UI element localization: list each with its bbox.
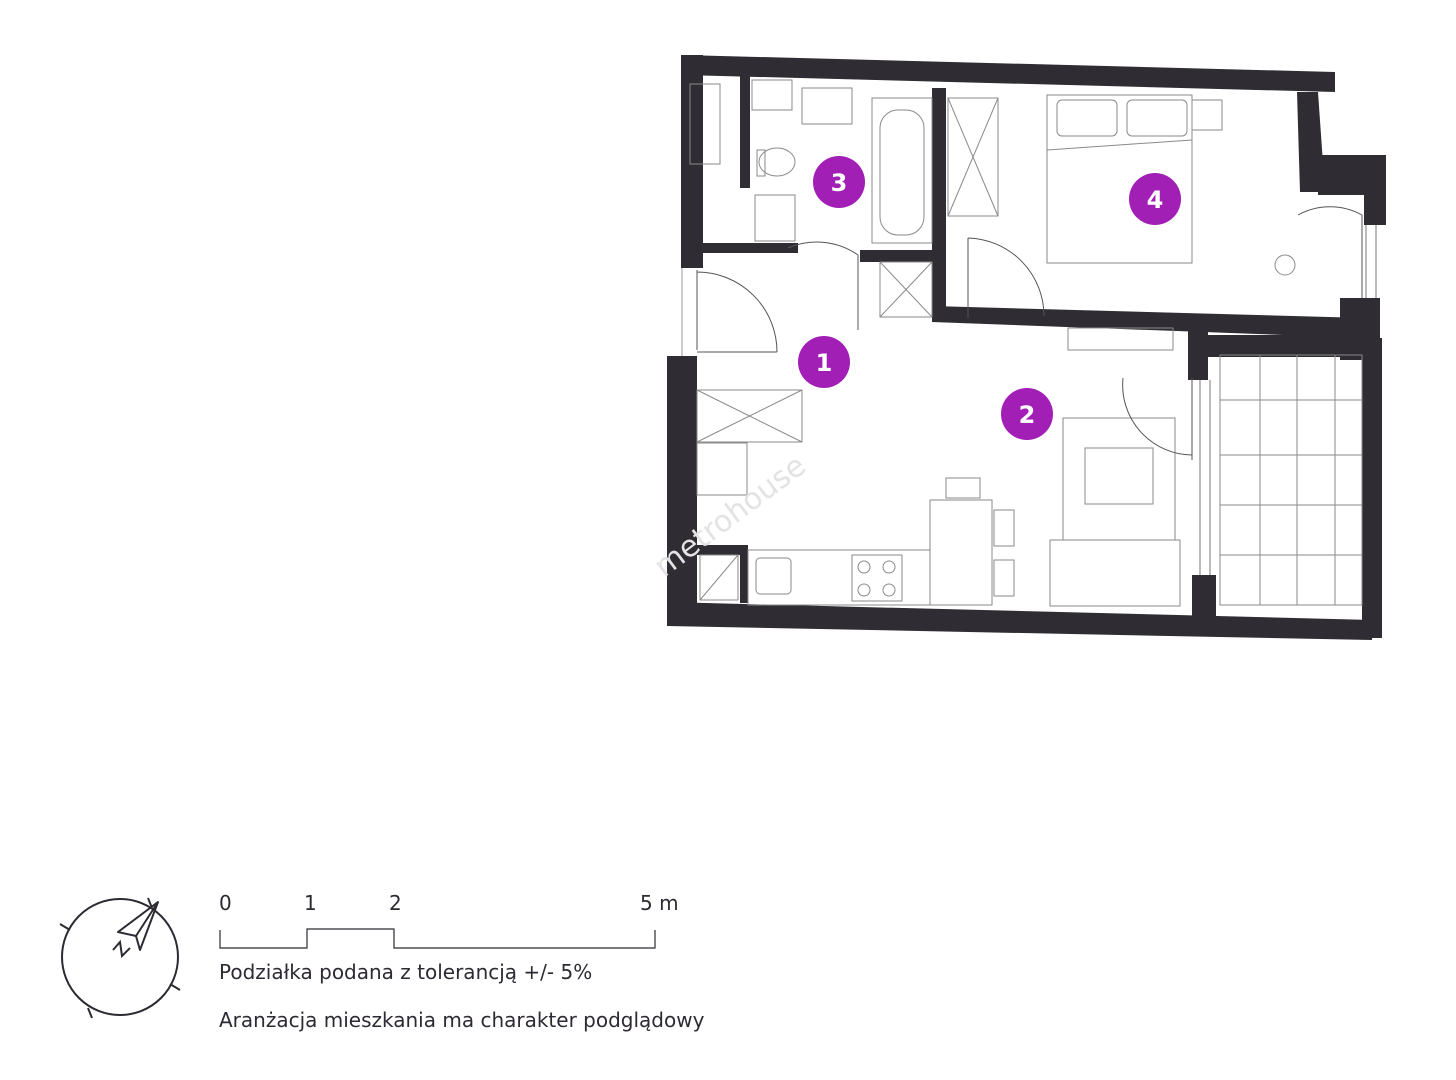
furniture bbox=[689, 79, 1363, 607]
scale-tick-1: 1 bbox=[304, 891, 317, 915]
room-badge-label: 4 bbox=[1147, 186, 1164, 214]
scale-bar: 0 1 2 5 m bbox=[219, 891, 679, 949]
chair-top bbox=[945, 477, 981, 499]
scale-tick-2: 2 bbox=[389, 891, 402, 915]
nightstand bbox=[1191, 99, 1223, 131]
tv-console bbox=[1067, 327, 1174, 351]
chair-right-2 bbox=[993, 559, 1015, 597]
round-table bbox=[1274, 254, 1296, 276]
window-door bbox=[1297, 206, 1363, 298]
room-badge-circle bbox=[798, 336, 850, 388]
balcony-door bbox=[1122, 377, 1193, 460]
cooktop bbox=[851, 554, 903, 602]
sink bbox=[801, 87, 853, 125]
preview-note: Aranżacja mieszkania ma charakter podglą… bbox=[219, 1008, 705, 1032]
bathtub bbox=[871, 97, 933, 244]
bed bbox=[1046, 94, 1193, 264]
fridge bbox=[696, 442, 748, 496]
north-letter bbox=[112, 939, 131, 959]
bathroom-door bbox=[787, 241, 859, 330]
entrance-door bbox=[696, 270, 778, 353]
shelf bbox=[751, 79, 793, 111]
kitchen-sink bbox=[755, 557, 792, 595]
bedroom-door bbox=[967, 237, 1045, 318]
chair-right-1 bbox=[993, 509, 1015, 547]
wardrobe-room4 bbox=[947, 97, 999, 217]
toilet-tank bbox=[756, 149, 766, 177]
hall-wardrobe bbox=[696, 389, 803, 443]
room-badges: 1 2 3 4 bbox=[798, 156, 1181, 440]
room-badge-1[interactable]: 1 bbox=[798, 336, 850, 388]
room-badge-label: 3 bbox=[831, 169, 848, 197]
pillow-right bbox=[1126, 99, 1188, 137]
room-badge-circle bbox=[1129, 173, 1181, 225]
coffee-table bbox=[1084, 447, 1154, 505]
walls bbox=[667, 55, 1386, 640]
doors bbox=[681, 206, 1377, 575]
room-badge-2[interactable]: 2 bbox=[1001, 388, 1053, 440]
sofa bbox=[1049, 539, 1181, 607]
tolerance-note: Podziałka podana z tolerancją +/- 5% bbox=[219, 960, 593, 984]
scale-tick-5: 5 m bbox=[640, 891, 679, 915]
room-badge-label: 2 bbox=[1019, 401, 1036, 429]
dining-table bbox=[929, 499, 993, 606]
pillow-left bbox=[1056, 99, 1118, 137]
hall-cabinet bbox=[879, 261, 933, 318]
toilet bbox=[758, 147, 796, 177]
coffee-table-area bbox=[1062, 417, 1176, 541]
room-badge-circle bbox=[813, 156, 865, 208]
wardrobe bbox=[689, 83, 721, 165]
washing-machine bbox=[754, 194, 796, 242]
compass-icon bbox=[59, 897, 181, 1019]
room-badge-label: 1 bbox=[816, 349, 833, 377]
room-badge-circle bbox=[1001, 388, 1053, 440]
scale-tick-0: 0 bbox=[219, 891, 232, 915]
room-badge-4[interactable]: 4 bbox=[1129, 173, 1181, 225]
storage-box bbox=[699, 554, 739, 601]
room-badge-3[interactable]: 3 bbox=[813, 156, 865, 208]
bathtub-inner bbox=[879, 109, 925, 236]
balcony-grid bbox=[1219, 354, 1363, 606]
